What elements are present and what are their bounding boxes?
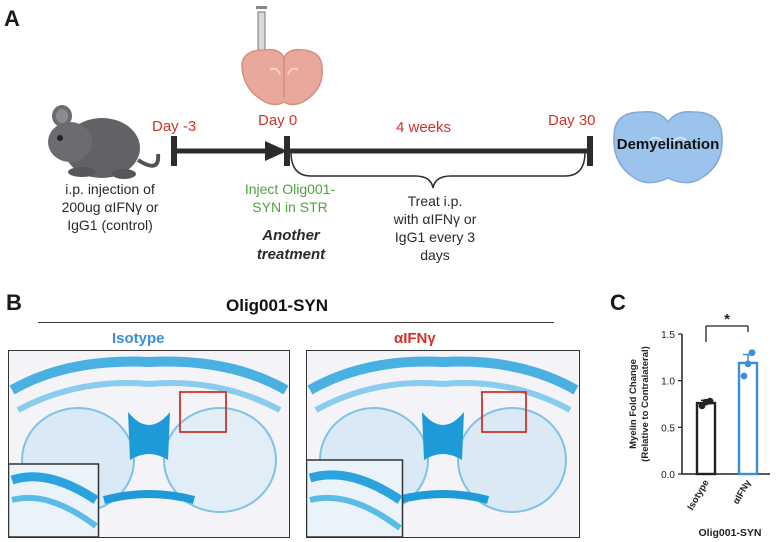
brain-blue-icon — [613, 110, 723, 184]
timeline — [171, 136, 593, 189]
data-point — [744, 360, 752, 368]
x-group-label: Olig001-SYN — [698, 527, 761, 539]
isotype-roi-box — [179, 391, 227, 433]
duration-label: 4 weeks — [396, 119, 452, 136]
y-tick-label: 1.5 — [661, 330, 675, 341]
inject-caption-line: SYN in STR — [252, 199, 328, 215]
panel-b-title-underline — [38, 322, 554, 323]
brain-pink-icon — [241, 48, 323, 106]
inject-caption-line: Inject Olig001- — [244, 181, 336, 197]
data-point — [748, 349, 756, 357]
timeline-tick-day30 — [587, 136, 593, 166]
y-axis-label: Myelin Fold Change — [628, 359, 639, 449]
data-point — [740, 372, 748, 380]
y-tick-label: 1.0 — [661, 377, 675, 388]
y-tick-label: 0.5 — [661, 423, 675, 434]
inject-caption: Inject Olig001- SYN in STR — [226, 180, 354, 216]
data-point — [706, 397, 714, 405]
category-label: αIFNγ — [731, 477, 754, 506]
another-treatment-line: treatment — [256, 246, 326, 263]
day30-label: Day 30 — [548, 112, 596, 129]
treat-caption-line: Treat i.p. — [407, 193, 463, 209]
panel-b-label: B — [6, 290, 22, 315]
isotype-label: Isotype — [112, 330, 165, 347]
ifn-label: αIFNγ — [394, 330, 436, 347]
isotype-histology-image — [8, 350, 290, 538]
y-axis-label: (Relative to Contralateral) — [640, 346, 651, 462]
another-treatment-caption: Another treatment — [236, 226, 346, 264]
panel-b-title: Olig001-SYN — [226, 296, 329, 315]
treat-caption-line: with αIFNγ or — [393, 211, 477, 227]
mouse-icon — [48, 105, 161, 179]
ifn-roi-box — [481, 391, 527, 433]
another-treatment-line: Another — [262, 227, 320, 244]
bar — [737, 361, 759, 476]
panel-c-label: C — [610, 290, 626, 315]
category-label: Isotype — [685, 478, 711, 512]
timeline-arrow-icon — [265, 141, 287, 161]
significance-star: * — [724, 311, 730, 328]
day-minus3-label: Day -3 — [152, 118, 197, 135]
panel-a-label: A — [4, 6, 20, 31]
bar — [695, 401, 717, 476]
day0-label: Day 0 — [258, 112, 298, 129]
ifn-histology-image — [306, 350, 580, 538]
injection-brain-illustration — [241, 6, 323, 106]
timeline-tick-day0 — [284, 136, 290, 166]
treatment-brace — [290, 151, 586, 189]
mouse-caption: i.p. injection of 200ug αIFNγ or IgG1 (c… — [40, 180, 180, 234]
timeline-tick-start — [171, 136, 177, 166]
mouse-caption-line: IgG1 (control) — [67, 217, 153, 233]
mouse-caption-line: i.p. injection of — [65, 181, 155, 197]
treat-caption-line: IgG1 every 3 — [394, 229, 476, 245]
y-tick-label: 0.0 — [661, 470, 675, 481]
mouse-caption-line: 200ug αIFNγ or — [61, 199, 159, 215]
outcome-label: Demyelination — [616, 136, 720, 153]
treat-caption: Treat i.p. with αIFNγ or IgG1 every 3 da… — [370, 192, 500, 264]
treat-caption-line: days — [420, 247, 450, 263]
